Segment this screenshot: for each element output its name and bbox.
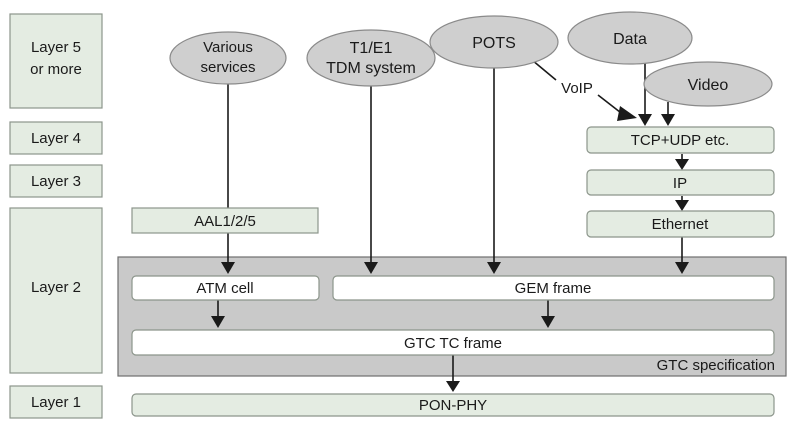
layer-2-box: Layer 2 [9,207,103,374]
arrowhead-ip [675,159,689,170]
aal-label: AAL1/2/5 [194,213,256,230]
arrowhead-video [661,114,675,126]
various-services-line2: services [200,59,255,76]
arrowhead-atm-cell [221,262,235,274]
arrowhead-ethernet [675,200,689,211]
tdm-system-line2: TDM system [326,60,416,77]
gem-frame-box: GEM frame [332,275,775,301]
video-label: Video [688,77,729,94]
layer-5-label-line2: or more [30,61,82,78]
arrowhead-voip [617,106,637,121]
arrowheads [211,106,689,392]
gtc-tc-frame-label: GTC TC frame [404,335,502,352]
layer-2-label: Layer 2 [31,279,81,296]
arrowhead-pon-phy [446,381,460,392]
layer-1-label: Layer 1 [31,394,81,411]
layer-4-label: Layer 4 [31,130,81,147]
tcp-udp-box: TCP+UDP etc. [586,126,775,154]
gem-frame-label: GEM frame [515,280,592,297]
voip-label: VoIP [561,80,593,97]
line-voip-1 [531,59,557,81]
layer-5-label-line1: Layer 5 [31,39,81,56]
arrowhead-gtc-left [211,316,225,328]
arrowhead-gem-pots [487,262,501,274]
bubble-video: Video [643,61,773,107]
ethernet-box: Ethernet [586,210,775,238]
gtc-tc-frame-box: GTC TC frame [131,329,775,356]
pon-phy-box: PON-PHY [131,393,775,417]
tcp-udp-label: TCP+UDP etc. [631,132,730,149]
connector-lines [217,59,683,382]
layer-3-label: Layer 3 [31,173,81,190]
various-services-line1: Various [203,39,253,56]
atm-cell-box: ATM cell [131,275,320,301]
bubble-various-services: Various services [169,31,287,85]
arrowhead-gtc-right [541,316,555,328]
arrowhead-gem-ethernet [675,262,689,274]
layer-4-box: Layer 4 [9,121,103,155]
gtc-specification-label: GTC specification [657,357,775,374]
data-label: Data [613,31,647,48]
layer-5-box: Layer 5 or more [9,13,103,109]
arrowhead-gem-tdm [364,262,378,274]
ip-box: IP [586,169,775,196]
bubble-data: Data [567,11,693,65]
layer-1-box: Layer 1 [9,385,103,419]
aal-box: AAL1/2/5 [131,207,319,234]
bubble-tdm-system: T1/E1 TDM system [306,29,436,87]
bubble-pots: POTS [429,15,559,69]
tdm-system-line1: T1/E1 [350,40,393,57]
atm-cell-label: ATM cell [196,280,253,297]
ethernet-label: Ethernet [652,216,710,233]
ip-label: IP [673,175,687,192]
layer-3-box: Layer 3 [9,164,103,198]
arrowhead-data [638,114,652,126]
pots-label: POTS [472,35,516,52]
pon-phy-label: PON-PHY [419,397,487,414]
